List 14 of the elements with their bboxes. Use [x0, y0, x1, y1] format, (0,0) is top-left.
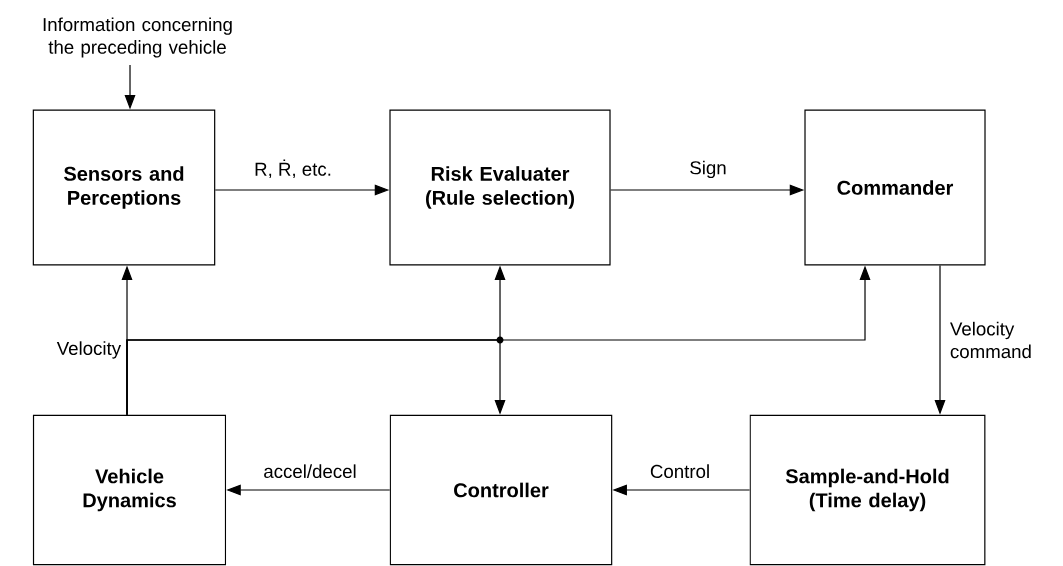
edge-label: Velocity — [56, 341, 122, 359]
input-text: Information concerning the preceding vehicle — [43, 17, 232, 58]
edge-label: R, Ṙ, etc. — [255, 159, 331, 179]
process-box: Commander — [804, 109, 986, 266]
process-box: Sample-and-Hold (Time delay) — [749, 414, 986, 566]
process-box: Risk Evaluater (Rule selection) — [389, 109, 611, 266]
edge-label: accel/decel — [264, 464, 356, 479]
arrow — [126, 339, 506, 416]
process-box: Controller — [389, 414, 613, 566]
process-box: Sensors and Perceptions — [32, 109, 216, 266]
edge-label: Control — [650, 464, 709, 479]
edge-label: Velocity command — [950, 321, 1031, 359]
edge-label: Sign — [690, 160, 726, 179]
process-box: Vehicle Dynamics — [32, 414, 227, 566]
